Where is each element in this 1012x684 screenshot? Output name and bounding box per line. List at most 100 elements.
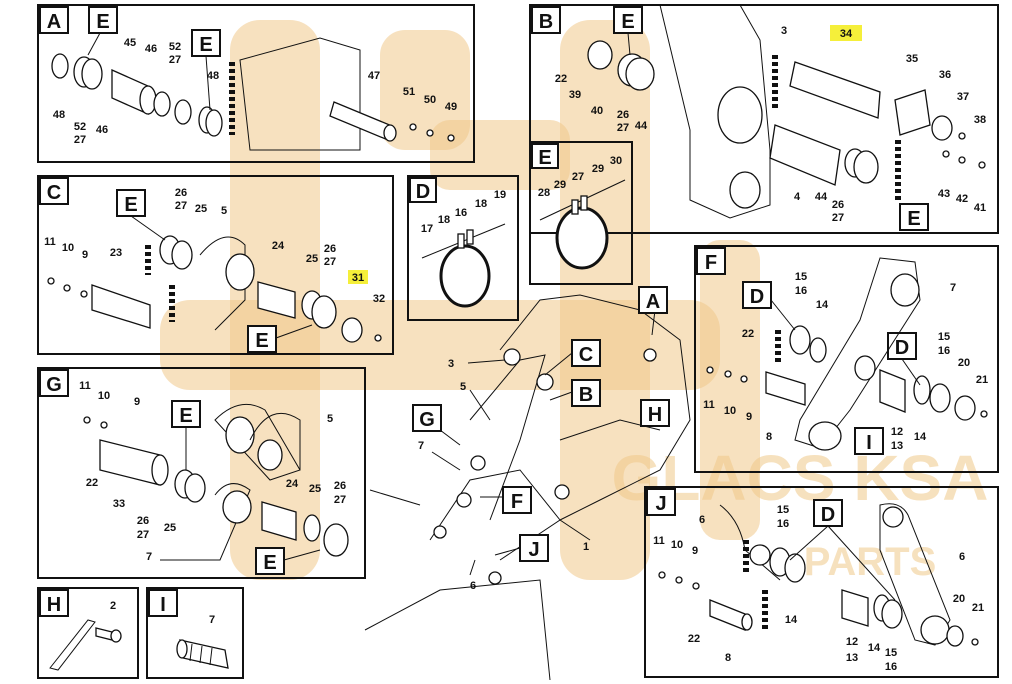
main-part-6: 6 <box>470 580 476 592</box>
D-part-17: 17 <box>421 223 433 235</box>
panel-F-callout-d2: D <box>895 337 909 359</box>
D-part-16: 16 <box>455 207 467 219</box>
panel-A-callout-e: E <box>96 11 109 33</box>
C-part-5: 5 <box>221 205 227 217</box>
A-part-45: 45 <box>124 37 136 49</box>
panel-D[interactable]: D 17 18 16 18 19 <box>407 175 519 321</box>
C-part-9: 9 <box>82 249 88 261</box>
G-part-11: 11 <box>79 380 91 392</box>
panel-A-callout-e2: E <box>199 34 212 56</box>
panel-B-label: B <box>539 11 553 33</box>
F-part-15b: 15 <box>938 331 950 343</box>
E-part-29b: 29 <box>592 163 604 175</box>
F-part-8: 8 <box>766 431 772 443</box>
B-part-43: 43 <box>938 188 950 200</box>
A-part-46b: 46 <box>145 43 157 55</box>
B-part-3: 3 <box>781 25 787 37</box>
F-part-9: 9 <box>746 411 752 423</box>
C-part-26b: 26 <box>324 243 336 255</box>
F-part-12: 12 <box>891 426 903 438</box>
panel-G[interactable]: G E E 11 10 9 5 22 33 26 27 25 24 25 26 … <box>37 367 366 579</box>
I-part-7: 7 <box>209 614 215 626</box>
panel-F-label: F <box>705 252 717 274</box>
A-part-47: 47 <box>368 70 380 82</box>
panel-A-label: A <box>47 11 61 33</box>
G-part-26a: 26 <box>137 515 149 527</box>
J-part-10: 10 <box>671 539 683 551</box>
panel-B-callout-e2: E <box>907 208 920 230</box>
J-part-6b: 6 <box>959 551 965 563</box>
main-part-1: 1 <box>583 541 589 553</box>
F-part-16b: 16 <box>938 345 950 357</box>
G-part-27a: 27 <box>137 529 149 541</box>
B-part-34[interactable]: 34 <box>840 28 853 40</box>
A-part-27b: 27 <box>169 54 181 66</box>
B-part-41: 41 <box>974 202 986 214</box>
A-part-46a: 46 <box>96 124 108 136</box>
callout-A[interactable]: A <box>646 291 660 313</box>
callout-J[interactable]: J <box>528 539 539 561</box>
panel-F[interactable]: F D D I 7 15 16 14 22 11 10 9 8 15 16 20… <box>694 245 999 473</box>
E-part-30: 30 <box>610 155 622 167</box>
A-part-48b: 48 <box>207 70 219 82</box>
H-part-2: 2 <box>110 600 116 612</box>
F-part-14a: 14 <box>816 299 829 311</box>
B-part-27b: 27 <box>832 212 844 224</box>
panel-B-callout-e: E <box>621 11 634 33</box>
A-part-48a: 48 <box>53 109 65 121</box>
watermark-subtext: PARTS <box>804 540 937 584</box>
callout-G[interactable]: G <box>419 409 435 431</box>
F-part-10: 10 <box>724 405 736 417</box>
F-part-7: 7 <box>950 282 956 294</box>
C-part-11: 11 <box>44 236 56 248</box>
B-part-38: 38 <box>974 114 986 126</box>
panel-E[interactable]: E 28 29 27 29 30 <box>529 141 633 285</box>
panel-H[interactable]: H 2 <box>37 587 139 679</box>
panel-E-label: E <box>538 147 551 169</box>
A-part-49: 49 <box>445 101 457 113</box>
main-part-7: 7 <box>418 440 424 452</box>
panel-I-label: I <box>160 594 166 616</box>
D-part-18b: 18 <box>475 198 487 210</box>
F-part-14b: 14 <box>914 431 927 443</box>
G-part-9: 9 <box>134 396 140 408</box>
C-part-25b: 25 <box>306 253 318 265</box>
panel-A[interactable]: A E E 48 52 27 46 45 46 52 27 48 47 51 5… <box>37 4 475 163</box>
B-part-44b: 44 <box>815 191 828 203</box>
G-part-10: 10 <box>98 390 110 402</box>
J-part-13: 13 <box>846 652 858 664</box>
C-part-25a: 25 <box>195 203 207 215</box>
panel-C-callout-e2: E <box>255 330 268 352</box>
C-part-27b: 27 <box>324 256 336 268</box>
J-part-6a: 6 <box>699 514 705 526</box>
F-part-13: 13 <box>891 440 903 452</box>
highlight-part-34 <box>830 25 862 41</box>
J-part-12: 12 <box>846 636 858 648</box>
callout-C[interactable]: C <box>579 344 593 366</box>
J-part-20: 20 <box>953 593 965 605</box>
A-part-52b: 52 <box>169 41 181 53</box>
panel-I[interactable]: I 7 <box>146 587 244 679</box>
G-part-26b: 26 <box>334 480 346 492</box>
B-part-36: 36 <box>939 69 951 81</box>
D-part-19: 19 <box>494 189 506 201</box>
G-part-33: 33 <box>113 498 125 510</box>
E-part-29a: 29 <box>554 179 566 191</box>
callout-H[interactable]: H <box>648 404 662 426</box>
main-callouts[interactable]: A C B G H F J 3 5 7 6 1 <box>412 286 670 592</box>
callout-B[interactable]: B <box>579 384 593 406</box>
callout-F[interactable]: F <box>511 491 523 513</box>
B-part-44a: 44 <box>635 120 648 132</box>
main-part-3: 3 <box>448 358 454 370</box>
F-part-11: 11 <box>703 399 715 411</box>
B-part-4: 4 <box>794 191 801 203</box>
A-part-51: 51 <box>403 86 415 98</box>
C-part-32: 32 <box>373 293 385 305</box>
G-part-27b: 27 <box>334 494 346 506</box>
panel-J[interactable]: J D 6 15 16 11 10 9 6 22 8 14 12 13 14 1… <box>644 486 999 678</box>
panel-B[interactable]: B E E 34 22 39 40 26 27 44 3 35 36 37 <box>529 4 999 234</box>
B-part-35: 35 <box>906 53 918 65</box>
J-part-16a: 16 <box>777 518 789 530</box>
panel-C[interactable]: C E E 11 10 9 23 26 27 25 5 24 25 26 27 … <box>37 175 394 355</box>
